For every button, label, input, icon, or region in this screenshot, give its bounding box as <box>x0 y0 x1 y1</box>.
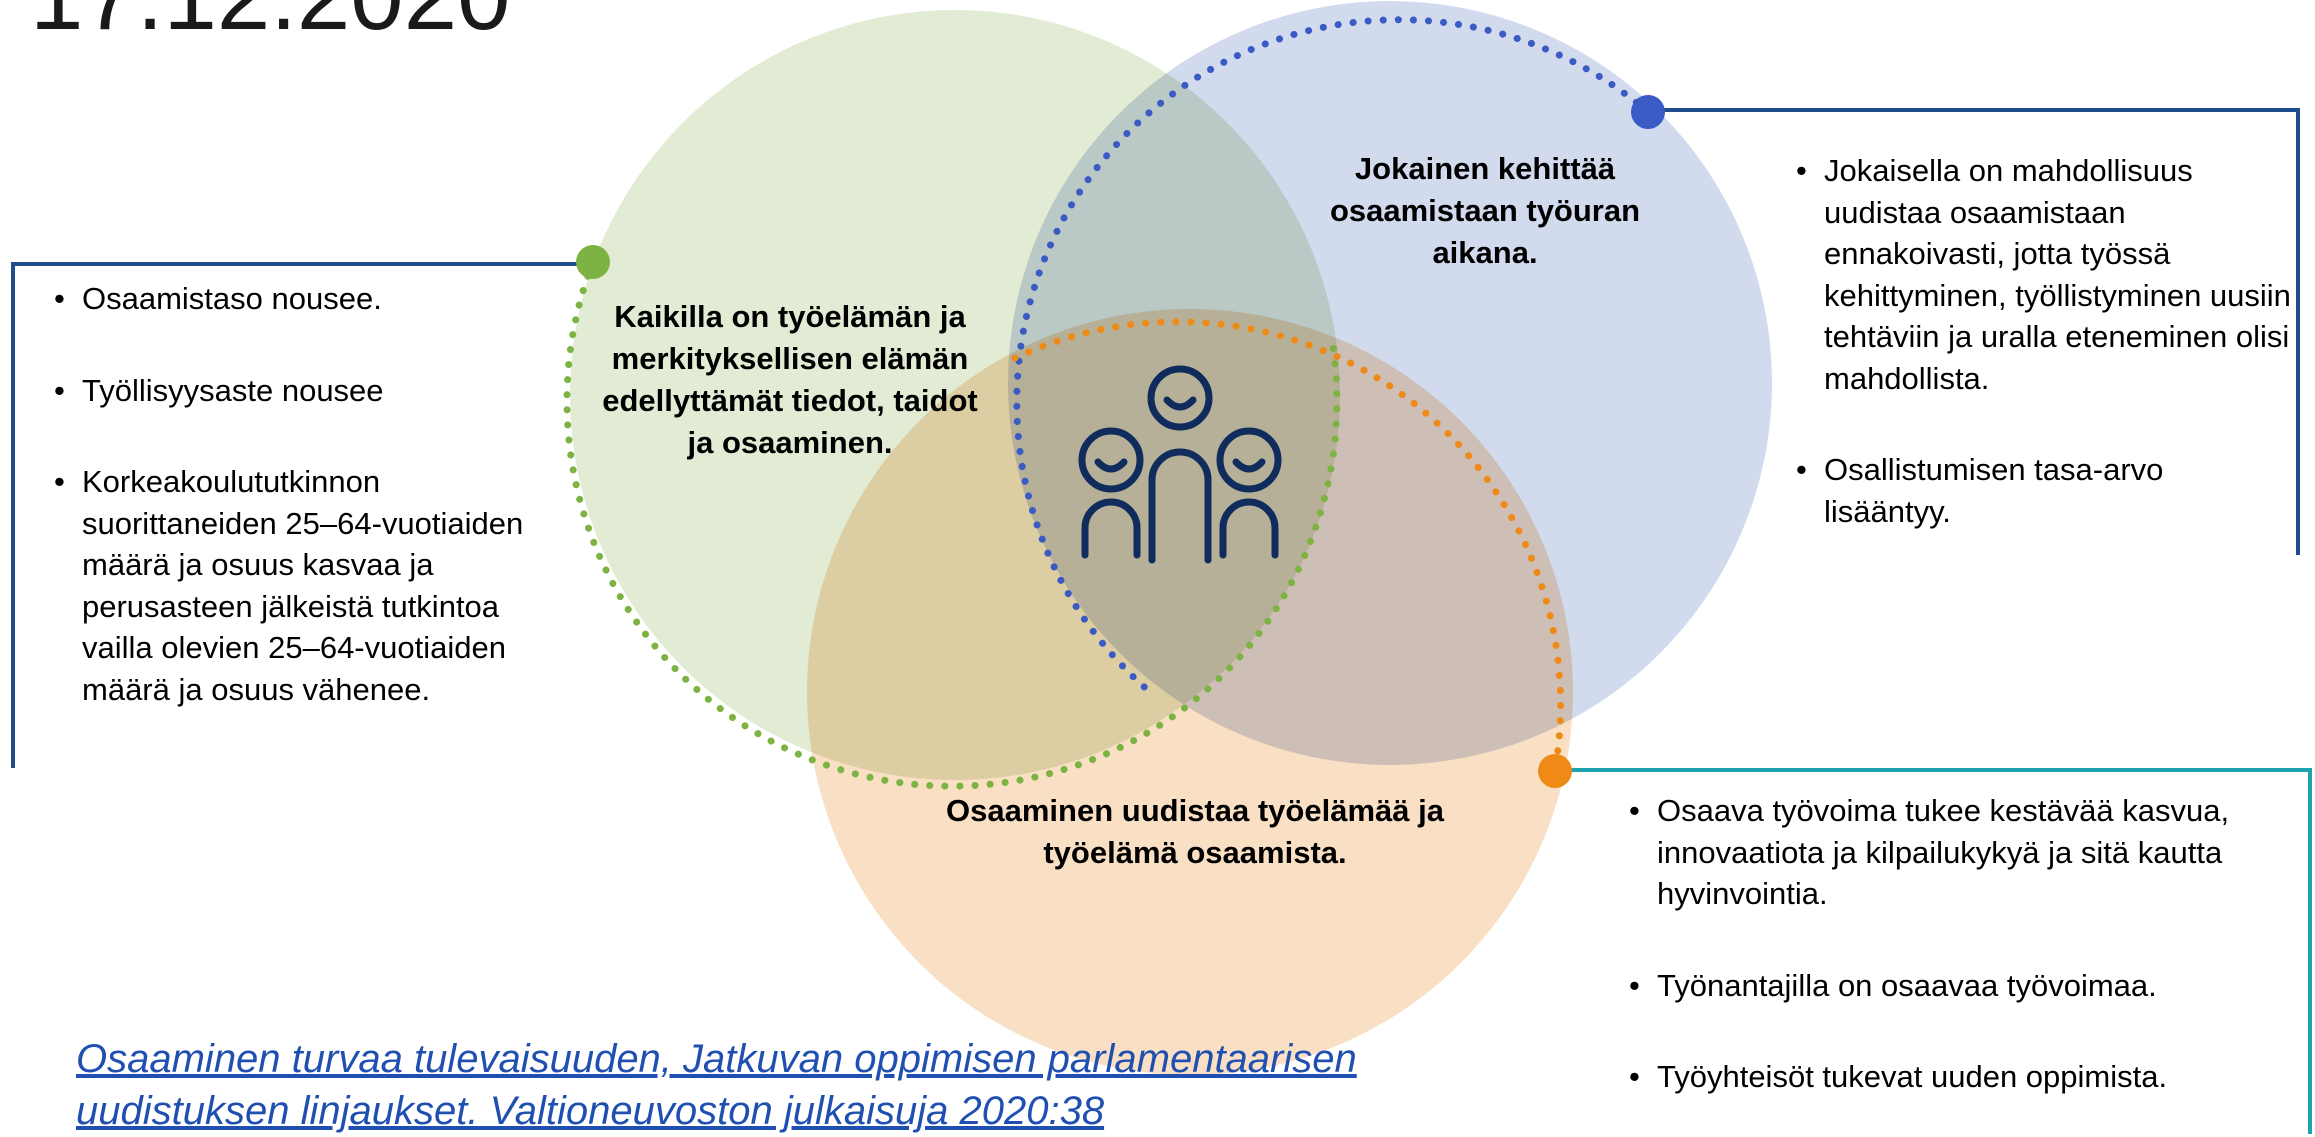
list-item: Jokaisella on mahdollisuus uudistaa osaa… <box>1796 150 2296 399</box>
list-item: Osaamistaso nousee. <box>54 278 524 320</box>
list-item: Osallistumisen tasa-arvo lisääntyy. <box>1796 449 2296 532</box>
source-link-line-2: uudistuksen linjaukset. Valtioneuvoston … <box>76 1089 1105 1133</box>
orange-circle-label: Osaaminen uudistaa työelämää ja työelämä… <box>946 793 1444 870</box>
green-anchor-dot <box>576 245 610 279</box>
list-item: Työllisyysaste nousee <box>54 370 524 412</box>
left-connector-line <box>11 262 593 768</box>
list-item: Korkeakoulututkinnon suorittaneiden 25–6… <box>54 461 524 710</box>
left-bullet-list: Osaamistaso nousee. Työllisyysaste nouse… <box>54 278 524 710</box>
list-item: Osaava työvoima tukee kestävää kasvua, i… <box>1629 790 2279 915</box>
bottom-connector-line <box>1555 768 2312 1134</box>
source-publication-link[interactable]: Osaaminen turvaa tulevaisuuden, Jatkuvan… <box>76 1033 1576 1137</box>
list-item: Työnantajilla on osaavaa työvoimaa. <box>1629 965 2279 1007</box>
right-bullet-list: Jokaisella on mahdollisuus uudistaa osaa… <box>1796 150 2296 532</box>
blue-circle-label: Jokainen kehittää osaamistaan työuran ai… <box>1329 151 1641 270</box>
right-connector-line <box>1648 108 2300 555</box>
green-circle-label: Kaikilla on työelämän ja merkityksellise… <box>602 299 978 460</box>
orange-dotted-arc <box>1011 318 1565 774</box>
orange-anchor-dot <box>1538 754 1572 788</box>
blue-dotted-arc <box>1013 16 1652 696</box>
people-group-icon <box>1078 365 1282 564</box>
blue-anchor-dot <box>1631 95 1665 129</box>
source-link-line-1: Osaaminen turvaa tulevaisuuden, Jatkuvan… <box>76 1037 1357 1081</box>
list-item: Työyhteisöt tukevat uuden oppimista. <box>1629 1056 2279 1098</box>
date-title: 17.12.2020 <box>30 0 510 52</box>
bottom-bullet-list: Osaava työvoima tukee kestävää kasvua, i… <box>1629 790 2279 1098</box>
green-dotted-arc <box>563 258 1341 790</box>
orange-circle <box>807 309 1573 1075</box>
